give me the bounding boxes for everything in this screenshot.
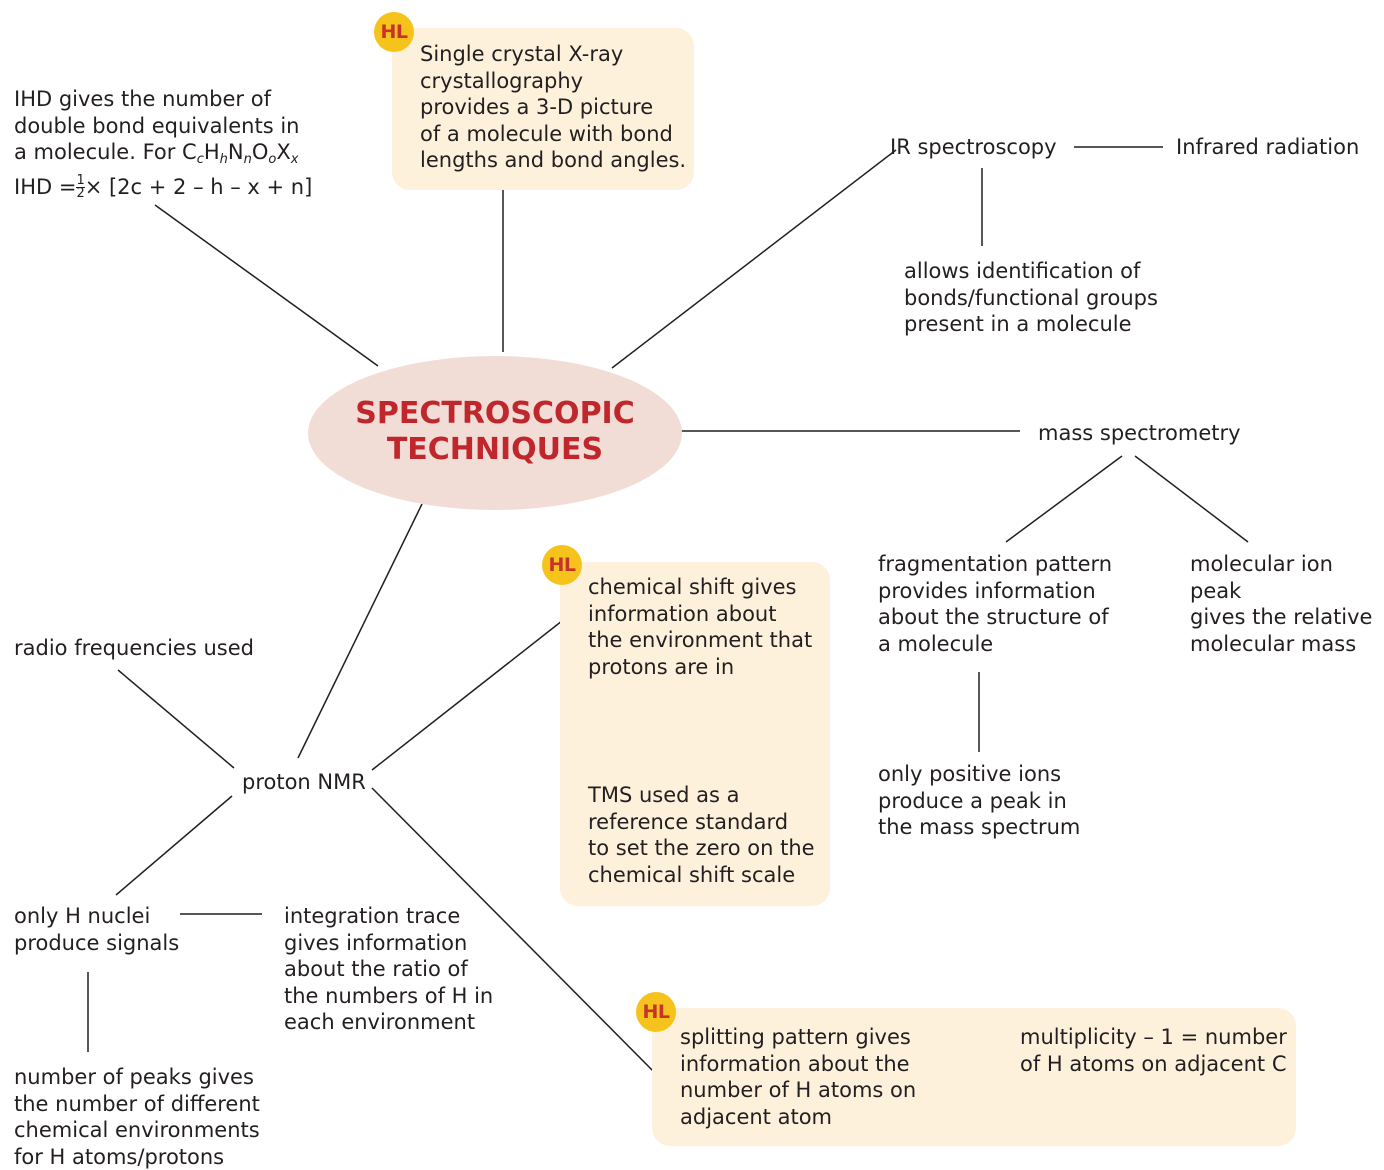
xray-box [392, 28, 694, 190]
link-nmr-radio [117, 669, 235, 769]
link-nmr-shift [371, 616, 568, 771]
link-mass-molecular-ion [1134, 455, 1249, 543]
link-nmr [297, 503, 423, 759]
tms-text: TMS used as a reference standard to set … [588, 783, 815, 887]
ihd-line-3-prefix: a molecule. For C [14, 140, 197, 164]
hl-badge-splitting: HL [636, 992, 676, 1032]
number-of-peaks: number of peaks gives the number of diff… [14, 1065, 260, 1169]
link-ihd [154, 204, 379, 367]
radio-frequencies: radio frequencies used [14, 636, 254, 660]
only-h-nuclei: only H nuclei produce signals [14, 904, 180, 955]
splitting-pattern: splitting pattern gives information abou… [680, 1025, 917, 1129]
center-ellipse [308, 356, 682, 510]
mass-fragmentation: fragmentation pattern provides informati… [878, 552, 1113, 656]
chemical-shift-box [560, 562, 830, 906]
ir-use: allows identification of bonds/functiona… [904, 259, 1158, 336]
link-nmr-splitting [371, 787, 663, 1081]
chemical-shift-text: chemical shift gives information about t… [588, 575, 813, 679]
ihd-line-3: a molecule. For CcHhNnOoXx [14, 140, 299, 167]
mass-label: mass spectrometry [1038, 421, 1241, 445]
ihd-line-4-prefix: IHD = [14, 174, 77, 199]
ir-radiation: Infrared radiation [1176, 135, 1360, 159]
ihd-line-1: IHD gives the number of [14, 87, 271, 111]
hl-badge-xray: HL [374, 12, 414, 52]
integration-trace: integration trace gives information abou… [284, 904, 494, 1034]
xray-text: Single crystal X-ray crystallography pro… [420, 42, 687, 172]
ihd-line-2: double bond equivalents in [14, 113, 300, 138]
proton-nmr-label: proton NMR [242, 770, 366, 794]
hl-badge-shift: HL [542, 545, 582, 585]
mass-positive-ions: only positive ions produce a peak in the… [878, 762, 1081, 839]
ihd-text: IHD gives the number of double bond equi… [14, 86, 314, 200]
link-nmr-onlyh [115, 795, 233, 896]
mass-molecular-ion: molecular ion peak gives the relative mo… [1190, 552, 1373, 656]
link-mass-fragmentation [1005, 455, 1123, 543]
center-title: SPECTROSCOPIC TECHNIQUES [355, 396, 635, 467]
splitting-box [652, 1008, 1296, 1146]
ihd-line-4-rest: × [2c + 2 – h – x + n] [84, 174, 313, 199]
ir-label: IR spectroscopy [890, 135, 1057, 159]
link-ir [611, 149, 897, 369]
multiplicity: multiplicity – 1 = number of H atoms on … [1020, 1025, 1287, 1076]
